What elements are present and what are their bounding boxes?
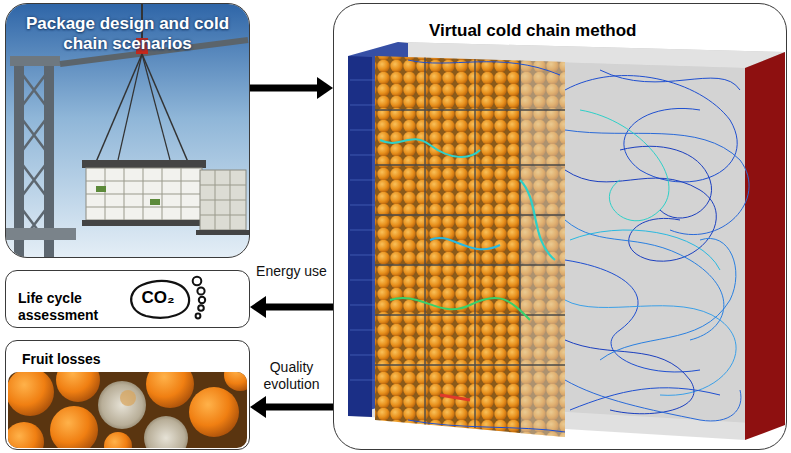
rounded-box: Virtual cold chain method [333,3,787,450]
rounded-box: Fruit losses [5,340,250,450]
edge-label: Energy use [253,263,331,280]
flow-arrow [250,296,333,318]
node-title: Life cycle assessment [18,290,138,324]
rounded-box: Package design and cold chain scenarios [5,3,250,258]
node-title: Fruit losses [22,351,162,368]
oranges-photo [8,372,247,448]
cfd-illustration [348,42,785,440]
node-title: Package design and cold chain scenarios [18,14,237,55]
co2-symbol: CO₂ [135,288,181,308]
flow-arrow [250,396,333,418]
crane-photo [6,4,249,257]
node-title: Virtual cold chain method [429,21,689,41]
rounded-box: Life cycle assessmentCO₂ [5,270,250,328]
footprint-icon [131,277,205,319]
flow-arrow [250,77,333,99]
edge-label: Quality evolution [253,359,331,393]
